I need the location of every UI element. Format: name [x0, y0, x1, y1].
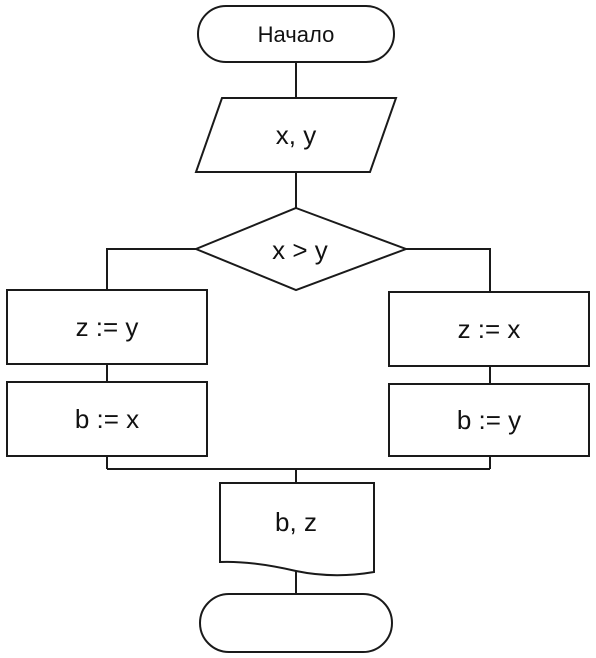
left-process-z-label: z := y — [76, 312, 139, 342]
output-block-label: b, z — [275, 507, 317, 537]
start-terminator-label: Начало — [258, 22, 335, 47]
connector-condition-to-left-branch — [106, 248, 196, 290]
left-process-z: z := y — [6, 289, 208, 365]
right-process-z-label: z := x — [458, 314, 521, 344]
output-block-shape — [219, 482, 375, 577]
right-process-b-label: b := y — [457, 405, 521, 435]
input-block-label: x, y — [276, 120, 316, 150]
connector-condition-to-right-branch — [406, 248, 491, 292]
input-block-shape — [194, 97, 398, 173]
start-terminator: Начало — [197, 5, 395, 63]
left-process-b-label: b := x — [75, 404, 139, 434]
output-block: b, z — [219, 482, 375, 577]
end-terminator — [199, 593, 393, 653]
right-process-b-shape — [388, 383, 590, 457]
left-process-z-shape — [6, 289, 208, 365]
left-process-b: b := x — [6, 381, 208, 457]
left-process-b-shape — [6, 381, 208, 457]
right-process-z: z := x — [388, 291, 590, 367]
condition-block-label: x > y — [272, 235, 328, 265]
condition-block-shape — [193, 206, 409, 292]
connectors — [106, 62, 491, 594]
input-block: x, y — [194, 97, 398, 173]
end-terminator-shape — [199, 593, 393, 653]
right-process-b: b := y — [388, 383, 590, 457]
start-terminator-shape — [197, 5, 395, 63]
condition-block: x > y — [193, 206, 409, 292]
right-process-z-shape — [388, 291, 590, 367]
